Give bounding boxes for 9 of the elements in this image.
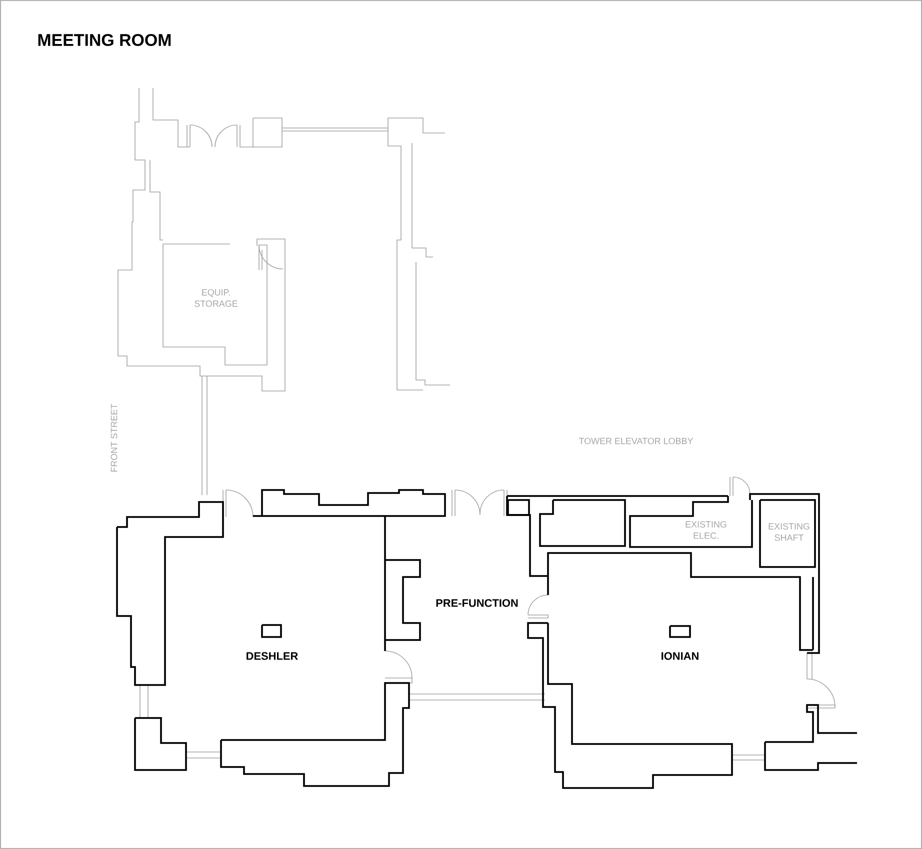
- room-label: TOWER ELEVATOR LOBBY: [579, 438, 694, 444]
- title: MEETING ROOM: [38, 34, 171, 46]
- room-label: DESHLER: [246, 652, 298, 660]
- room-label: PRE-FUNCTION: [436, 599, 518, 607]
- room-label: EXISTING SHAFT: [768, 523, 810, 541]
- room-label: EQUIP. STORAGE: [194, 289, 238, 307]
- room-label: IONIAN: [662, 652, 698, 660]
- room-label: FRONT STREET: [110, 404, 118, 472]
- room-label: EXISTING ELEC.: [686, 521, 726, 539]
